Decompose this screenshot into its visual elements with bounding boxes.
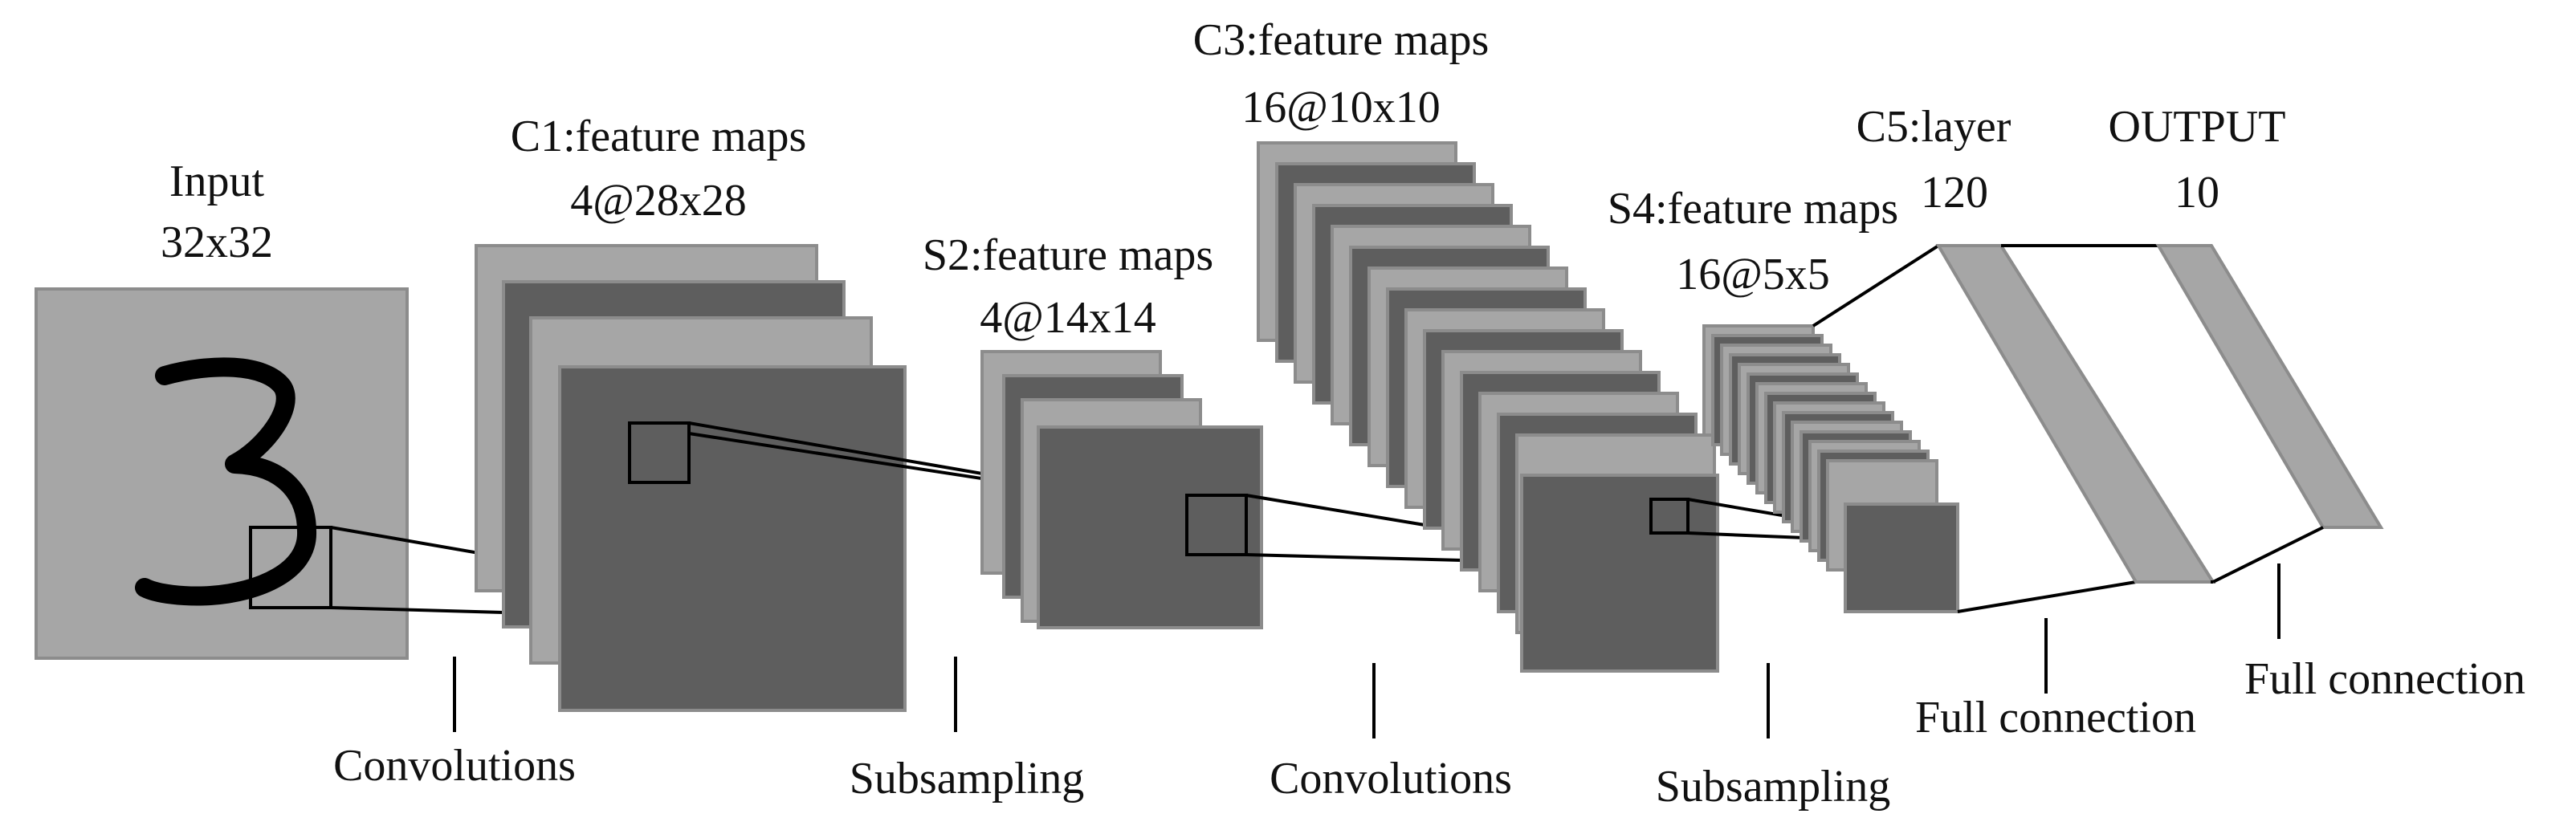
c5-connection-line [1957,580,2137,613]
c5-connection-line [1812,244,1940,327]
s4-block [1702,324,1959,613]
c5-size: 120 [1921,168,1988,218]
s2-feature-map [1037,425,1263,629]
c1-receptive-field [628,421,691,484]
c1-feature-map [558,365,907,712]
s2-receptive-field [1185,494,1248,556]
s2-title: S2:feature maps [923,230,1213,280]
handwritten-digit-3 [135,357,316,606]
sub1-label: Subsampling [850,754,1084,803]
operation-labels: Convolutions Subsampling Convolutions Su… [333,654,2525,812]
c3-feature-map [1520,474,1719,673]
c3-title: C3:feature maps [1193,15,1490,65]
layer-labels: Input 32x32 C1:feature maps 4@28x28 S2:f… [161,15,2285,343]
c5-title: C5:layer [1857,102,2011,152]
output-size: 10 [2175,168,2219,218]
output-title: OUTPUT [2109,102,2286,152]
c5-layer-bar [1935,244,2216,584]
s4-feature-map [1844,502,1959,613]
fully-connected-block [1812,244,2384,613]
conv1-label: Convolutions [333,741,576,791]
input-receptive-field [249,526,332,609]
output-layer-bar [2155,244,2384,529]
sub2-label: Subsampling [1656,762,1890,812]
fc2-connection-line [2212,526,2324,584]
c3-receptive-field [1649,498,1689,535]
fc1-label: Full connection [1915,693,2196,742]
s2-block [980,350,1647,629]
fc2-label: Full connection [2244,654,2525,704]
input-block [35,287,854,660]
input-title: Input [169,157,265,206]
c1-title: C1:feature maps [511,112,807,161]
c3-size: 16@10x10 [1241,83,1441,132]
c3-block [1257,141,1924,673]
operation-ticks [453,563,2280,738]
s4-size: 16@5x5 [1676,250,1830,299]
s2-size: 4@14x14 [980,293,1156,343]
s4-title: S4:feature maps [1608,184,1898,234]
c1-size: 4@28x28 [570,176,747,226]
c1-block [475,244,1076,712]
conv2-label: Convolutions [1270,754,1512,803]
input-size: 32x32 [161,218,273,267]
